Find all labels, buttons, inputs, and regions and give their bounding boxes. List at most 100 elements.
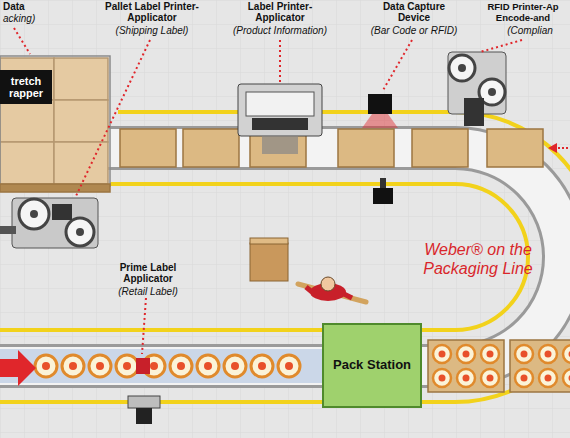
leader-line xyxy=(14,28,30,54)
pallet-label-printer xyxy=(19,199,49,229)
can-row xyxy=(35,355,57,377)
machine-label: tretch rapper xyxy=(0,70,52,104)
tray-cans xyxy=(569,351,570,358)
pallet-label-printer xyxy=(52,204,72,220)
tray-cans xyxy=(433,345,570,387)
rfid-printer xyxy=(464,98,484,126)
worker xyxy=(306,287,312,292)
pallet-label-printer xyxy=(0,226,16,234)
callout-label: (Bar Code or RFID) xyxy=(362,25,466,36)
callout-label: Data Capture Device xyxy=(371,1,457,23)
retail-trays xyxy=(510,340,570,392)
tray-cans xyxy=(569,375,570,382)
flow-arrow xyxy=(0,350,36,386)
can-row xyxy=(116,355,138,377)
node-text: tretch rapper xyxy=(5,75,47,99)
can-row xyxy=(89,355,111,377)
tray-cans xyxy=(521,351,528,358)
pallet-stack xyxy=(0,56,110,186)
pallet-label-printer xyxy=(76,228,84,236)
tray-cans xyxy=(439,375,446,382)
rfid-printer xyxy=(488,88,496,96)
scanner xyxy=(373,188,393,204)
top-cartons xyxy=(183,129,239,167)
tray-cans xyxy=(545,351,552,358)
can-row xyxy=(251,355,273,377)
rfid-printer xyxy=(458,64,466,72)
tray-cans xyxy=(545,375,552,382)
pallet-stack xyxy=(0,56,110,192)
tray-cans xyxy=(433,345,451,363)
flow-arrow xyxy=(0,143,568,386)
can-row xyxy=(224,355,246,377)
top-cartons xyxy=(120,129,543,167)
can-row xyxy=(197,355,219,377)
loose-carton xyxy=(250,238,288,244)
tray-cans xyxy=(439,351,446,358)
prime-label-applicator xyxy=(128,358,160,424)
tray-cans xyxy=(515,345,533,363)
prime-label-applicator xyxy=(128,396,160,408)
leader-line xyxy=(76,40,150,196)
can-row xyxy=(62,355,84,377)
leader-line xyxy=(382,40,412,92)
callout-label: acking) xyxy=(3,13,53,24)
label-printer-applicator xyxy=(238,84,322,136)
loose-carton xyxy=(250,238,288,281)
can-row xyxy=(69,362,77,370)
can-row xyxy=(150,362,158,370)
top-cartons xyxy=(487,129,543,167)
tray-cans xyxy=(463,375,470,382)
callout-label: Label Printer-Applicator xyxy=(228,1,332,23)
retail-trays xyxy=(428,340,504,392)
conveyor-belt xyxy=(0,349,322,383)
scanner xyxy=(362,94,398,204)
leader-line xyxy=(480,40,522,52)
tray-cans xyxy=(481,345,499,363)
top-cartons xyxy=(338,129,394,167)
callout-label: (Shipping Label) xyxy=(97,25,207,36)
can-row xyxy=(123,362,131,370)
callout-label: (Complian xyxy=(494,25,566,36)
leader-line xyxy=(14,28,522,354)
top-cartons xyxy=(120,129,176,167)
label-printer-applicator xyxy=(238,84,322,154)
tray-cans xyxy=(563,369,570,387)
rfid-printer xyxy=(448,52,506,126)
tray-cans xyxy=(487,375,494,382)
loose-carton xyxy=(250,243,288,281)
callout-label: Data xyxy=(3,1,43,12)
prime-label-applicator xyxy=(136,408,152,424)
scanner xyxy=(362,114,398,128)
tray-cans xyxy=(521,375,528,382)
pallet-label-printer xyxy=(30,210,38,218)
tray-cans xyxy=(481,369,499,387)
retail-trays xyxy=(428,340,570,392)
pack-station-box: Pack Station xyxy=(322,323,422,408)
label-printer-applicator xyxy=(252,118,308,130)
scanner xyxy=(380,178,386,188)
worker xyxy=(344,294,352,298)
tray-cans xyxy=(487,351,494,358)
can-row xyxy=(231,362,239,370)
tray-cans xyxy=(457,369,475,387)
brand-note: Weber® on the Packaging Line xyxy=(412,240,544,278)
callout-label: Pallet Label Printer-Applicator xyxy=(100,1,204,23)
pallet-stack xyxy=(0,184,110,192)
can-row xyxy=(278,355,300,377)
rfid-printer xyxy=(449,55,475,81)
tray-cans xyxy=(515,369,533,387)
label-printer-applicator xyxy=(246,92,314,116)
leader-line xyxy=(279,40,281,82)
leader-line xyxy=(142,298,146,354)
tray-cans xyxy=(539,369,557,387)
can-row xyxy=(170,355,192,377)
can-row xyxy=(177,362,185,370)
can-row xyxy=(285,362,293,370)
